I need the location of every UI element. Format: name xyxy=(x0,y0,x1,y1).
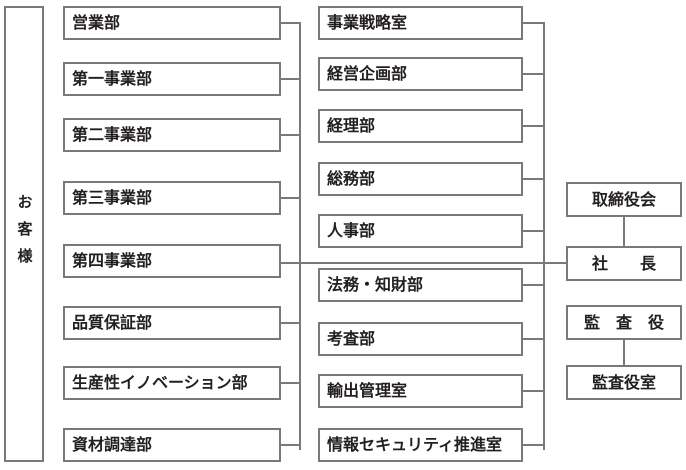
node-business-strategy-office-label: 事業戦略室 xyxy=(327,13,408,32)
node-quality-assurance-dept[interactable]: 品質保証部 xyxy=(63,306,281,340)
node-third-business-div[interactable]: 第三事業部 xyxy=(63,181,281,215)
connector-middle-stub-7 xyxy=(523,338,545,340)
node-fourth-business-div-label: 第四事業部 xyxy=(72,251,153,270)
node-president[interactable]: 社 長 xyxy=(566,246,682,281)
node-productivity-innovation-dept-label: 生産性イノベーション部 xyxy=(72,373,248,392)
node-first-business-div-label: 第一事業部 xyxy=(72,69,153,88)
node-general-affairs-dept-label: 総務部 xyxy=(327,169,376,188)
node-quality-assurance-dept-label: 品質保証部 xyxy=(72,313,153,332)
node-business-strategy-office[interactable]: 事業戦略室 xyxy=(318,6,523,40)
node-president-label: 社 長 xyxy=(591,253,656,273)
node-auditor-label: 監 査 役 xyxy=(583,312,664,332)
node-second-business-div-label: 第二事業部 xyxy=(72,125,153,144)
connector-left-stub-2 xyxy=(281,78,301,80)
connector-middle-stub-5 xyxy=(523,230,545,232)
node-third-business-div-label: 第三事業部 xyxy=(72,188,153,207)
node-infosec-promotion-office-label: 情報セキュリティ推進室 xyxy=(327,435,503,454)
node-infosec-promotion-office[interactable]: 情報セキュリティ推進室 xyxy=(318,428,523,462)
connector-auditor-to-office xyxy=(623,340,625,366)
connector-left-stub-3 xyxy=(281,134,301,136)
connector-left-stub-7 xyxy=(281,382,301,384)
connector-middle-trunk xyxy=(543,22,545,450)
connector-middle-stub-9 xyxy=(523,444,545,446)
connector-middle-stub-4 xyxy=(523,178,545,180)
connector-left-stub-5 xyxy=(281,262,301,264)
node-board-of-directors[interactable]: 取締役会 xyxy=(566,182,682,217)
node-sales-dept-label: 営業部 xyxy=(72,13,121,32)
node-auditor[interactable]: 監 査 役 xyxy=(566,305,682,340)
connector-middle-stub-2 xyxy=(523,73,545,75)
node-accounting-dept[interactable]: 経理部 xyxy=(318,109,523,143)
connector-left-stub-1 xyxy=(281,22,301,24)
connector-middle-stub-3 xyxy=(523,125,545,127)
node-hr-dept[interactable]: 人事部 xyxy=(318,214,523,248)
connector-middle-stub-6 xyxy=(523,284,545,286)
node-auditor-office-label: 監査役室 xyxy=(591,372,656,392)
node-corporate-planning-dept[interactable]: 経営企画部 xyxy=(318,57,523,91)
connector-middle-stub-8 xyxy=(523,390,545,392)
node-sales-dept[interactable]: 営業部 xyxy=(63,6,281,40)
node-customer-label: お客様 xyxy=(15,193,34,275)
node-customer[interactable]: お客様 xyxy=(4,6,44,462)
node-legal-ip-dept-label: 法務・知財部 xyxy=(327,275,424,294)
node-legal-ip-dept[interactable]: 法務・知財部 xyxy=(318,268,523,302)
node-hr-dept-label: 人事部 xyxy=(327,221,376,240)
node-auditor-office[interactable]: 監査役室 xyxy=(566,365,682,400)
connector-left-stub-4 xyxy=(281,197,301,199)
node-audit-examination-dept[interactable]: 考査部 xyxy=(318,322,523,356)
node-export-control-office-label: 輸出管理室 xyxy=(327,381,408,400)
node-procurement-dept-label: 資材調達部 xyxy=(72,435,153,454)
node-accounting-dept-label: 経理部 xyxy=(327,116,376,135)
connector-middle-stub-1 xyxy=(523,22,545,24)
node-procurement-dept[interactable]: 資材調達部 xyxy=(63,428,281,462)
node-second-business-div[interactable]: 第二事業部 xyxy=(63,118,281,152)
connector-left-stub-6 xyxy=(281,322,301,324)
node-export-control-office[interactable]: 輸出管理室 xyxy=(318,374,523,408)
node-audit-examination-dept-label: 考査部 xyxy=(327,329,376,348)
node-productivity-innovation-dept[interactable]: 生産性イノベーション部 xyxy=(63,366,281,400)
connector-left-stub-8 xyxy=(281,444,301,446)
connector-left-trunk xyxy=(299,22,301,450)
connector-trunks-to-president xyxy=(299,262,567,264)
node-first-business-div[interactable]: 第一事業部 xyxy=(63,62,281,96)
node-board-of-directors-label: 取締役会 xyxy=(591,189,656,209)
node-general-affairs-dept[interactable]: 総務部 xyxy=(318,162,523,196)
node-corporate-planning-dept-label: 経営企画部 xyxy=(327,64,408,83)
connector-board-to-president xyxy=(623,217,625,247)
node-fourth-business-div[interactable]: 第四事業部 xyxy=(63,244,281,278)
